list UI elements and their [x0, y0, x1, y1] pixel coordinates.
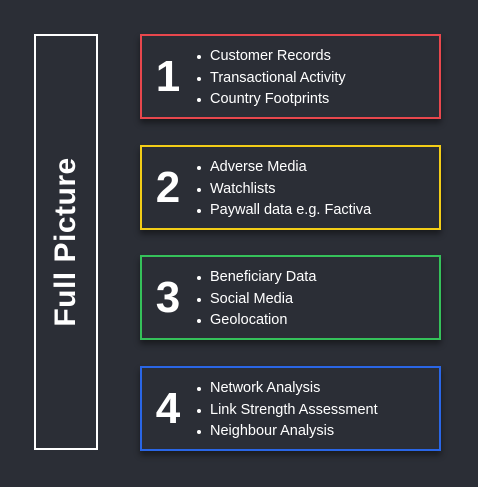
- list-item: Transactional Activity: [197, 68, 346, 90]
- card-list: Adverse Media Watchlists Paywall data e.…: [192, 157, 371, 222]
- card-number: 2: [155, 162, 181, 212]
- list-item: Adverse Media: [196, 157, 371, 179]
- card-list: Beneficiary Data Social Media Geolocatio…: [192, 267, 316, 332]
- list-item: Link Strength Assessment: [197, 400, 378, 422]
- list-item: Geolocation: [196, 310, 316, 332]
- card-list: Network Analysis Link Strength Assessmen…: [192, 378, 378, 443]
- list-item: Paywall data e.g. Factiva: [196, 200, 371, 222]
- side-title: Full Picture: [49, 157, 82, 327]
- list-item: Country Footprints: [197, 89, 346, 111]
- card-4: 4 Network Analysis Link Strength Assessm…: [140, 366, 441, 451]
- card-list: Customer Records Transactional Activity …: [192, 46, 346, 111]
- list-item: Social Media: [196, 289, 316, 311]
- list-item: Customer Records: [197, 46, 346, 68]
- list-item: Beneficiary Data: [196, 267, 316, 289]
- list-item: Network Analysis: [197, 378, 378, 400]
- card-number: 4: [155, 383, 181, 433]
- card-1: 1 Customer Records Transactional Activit…: [140, 34, 441, 119]
- side-panel: Full Picture: [34, 34, 98, 450]
- card-3: 3 Beneficiary Data Social Media Geolocat…: [140, 255, 441, 340]
- card-2: 2 Adverse Media Watchlists Paywall data …: [140, 145, 441, 230]
- list-item: Neighbour Analysis: [197, 421, 378, 443]
- card-number: 1: [155, 51, 181, 101]
- card-number: 3: [155, 272, 181, 322]
- list-item: Watchlists: [196, 179, 371, 201]
